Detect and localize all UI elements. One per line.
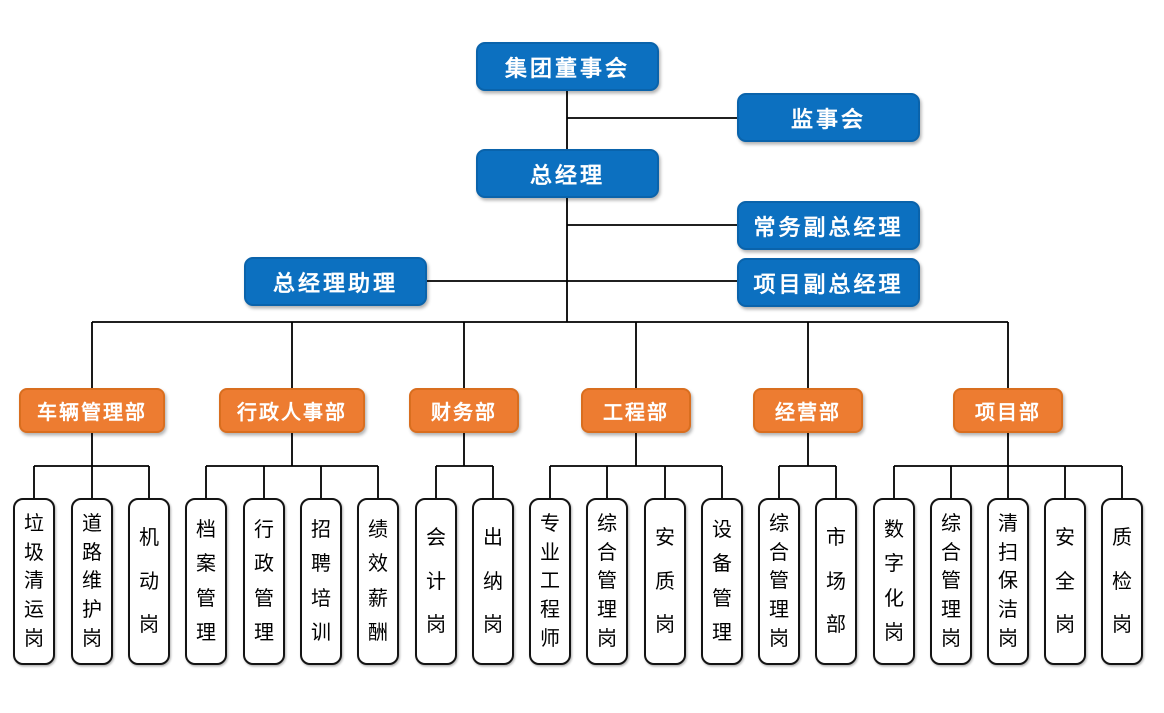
position-box: 专业工程师	[529, 498, 571, 665]
position-box: 综合管理岗	[930, 498, 972, 665]
node-executive-deputy-gm: 常务副总经理	[737, 201, 920, 250]
position-box: 市场部	[815, 498, 857, 665]
position-box: 垃圾清运岗	[13, 498, 55, 665]
position-box: 档案管理	[185, 498, 227, 665]
position-label: 档案管理	[196, 518, 216, 645]
position-box: 招聘培训	[300, 498, 342, 665]
node-gm-assistant: 总经理助理	[244, 257, 427, 306]
position-label: 综合管理岗	[769, 512, 789, 651]
position-label: 质检岗	[1112, 527, 1132, 636]
position-label: 会计岗	[426, 527, 446, 636]
position-box: 安质岗	[644, 498, 686, 665]
position-label: 专业工程师	[540, 512, 560, 651]
position-label: 设备管理	[712, 518, 732, 645]
position-box: 绩效薪酬	[357, 498, 399, 665]
node-project-deputy-gm: 项目副总经理	[737, 258, 920, 307]
position-label: 招聘培训	[311, 518, 331, 645]
position-label: 数字化岗	[884, 518, 904, 645]
position-label: 安质岗	[655, 527, 675, 636]
position-box: 综合管理岗	[586, 498, 628, 665]
position-label: 综合管理岗	[941, 512, 961, 651]
position-label: 行政管理	[254, 518, 274, 645]
dept-vehicle-management: 车辆管理部	[19, 388, 165, 433]
node-general-manager: 总经理	[476, 149, 659, 198]
position-box: 机动岗	[128, 498, 170, 665]
position-box: 会计岗	[415, 498, 457, 665]
position-label: 绩效薪酬	[368, 518, 388, 645]
position-label: 综合管理岗	[597, 512, 617, 651]
position-box: 安全岗	[1044, 498, 1086, 665]
position-label: 机动岗	[139, 527, 159, 636]
position-box: 出纳岗	[472, 498, 514, 665]
position-box: 道路维护岗	[71, 498, 113, 665]
dept-admin-hr: 行政人事部	[219, 388, 365, 433]
dept-finance: 财务部	[409, 388, 519, 433]
position-box: 质检岗	[1101, 498, 1143, 665]
node-supervisory-board: 监事会	[737, 93, 920, 142]
position-label: 出纳岗	[483, 527, 503, 636]
position-label: 清扫保洁岗	[998, 512, 1018, 651]
dept-project: 项目部	[953, 388, 1063, 433]
position-box: 清扫保洁岗	[987, 498, 1029, 665]
position-box: 行政管理	[243, 498, 285, 665]
node-group-board: 集团董事会	[476, 42, 659, 91]
position-label: 安全岗	[1055, 527, 1075, 636]
dept-engineering: 工程部	[581, 388, 691, 433]
position-box: 设备管理	[701, 498, 743, 665]
dept-operations: 经营部	[753, 388, 863, 433]
position-label: 道路维护岗	[82, 512, 102, 651]
position-label: 市场部	[826, 527, 846, 636]
position-label: 垃圾清运岗	[24, 512, 44, 651]
position-box: 数字化岗	[873, 498, 915, 665]
position-box: 综合管理岗	[758, 498, 800, 665]
